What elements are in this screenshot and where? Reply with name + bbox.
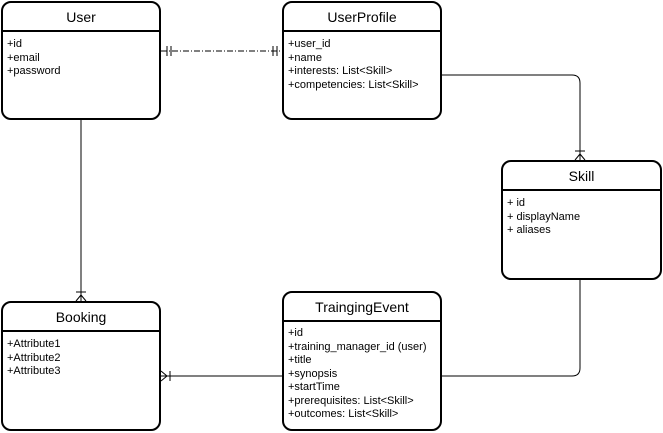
entity-user[interactable]: User +id +email +password (1, 1, 161, 120)
attribute: +name (288, 51, 322, 64)
attribute: +prerequisites: List<Skill> (288, 394, 414, 407)
attribute-list: + id + displayName + aliases (503, 191, 660, 238)
attribute: +interests: List<Skill> (288, 65, 393, 77)
attribute: +password (7, 65, 61, 77)
rel-userprofile-skill (441, 74, 586, 161)
attribute: +competencies: List<Skill> (288, 78, 419, 91)
attribute-list: +id +training_manager_id (user) +title +… (284, 322, 440, 422)
attribute: +outcomes: List<Skill> (288, 408, 399, 420)
attribute: +id (288, 327, 303, 339)
rel-trainingevent-booking (160, 370, 283, 382)
entity-title: Skill (503, 162, 660, 191)
attribute-list: +Attribute1 +Attribute2 +Attribute3 (3, 332, 159, 379)
attribute: +Attribute3 (7, 365, 61, 377)
entity-title: UserProfile (284, 3, 440, 32)
attribute-list: +id +email +password (3, 32, 159, 79)
entity-booking[interactable]: Booking +Attribute1 +Attribute2 +Attribu… (1, 301, 161, 431)
entity-userprofile[interactable]: UserProfile +user_id +name +interests: L… (282, 1, 442, 120)
rel-user-userprofile (161, 46, 283, 56)
attribute: +id (7, 38, 22, 50)
attribute: + aliases (507, 224, 551, 236)
attribute: +training_manager_id (user) (288, 340, 427, 353)
rel-user-booking (75, 120, 87, 302)
entity-title: User (3, 3, 159, 32)
attribute: +startTime (288, 381, 340, 393)
attribute-list: +user_id +name +interests: List<Skill> +… (284, 32, 440, 92)
attribute: +Attribute2 (7, 351, 61, 364)
entity-trainingevent[interactable]: TraingingEvent +id +training_manager_id … (282, 291, 442, 431)
entity-title: TraingingEvent (284, 293, 440, 322)
attribute: +title (288, 354, 312, 366)
attribute: +Attribute1 (7, 338, 61, 350)
attribute: + displayName (507, 210, 581, 223)
attribute: + id (507, 197, 526, 209)
attribute: +email (7, 51, 40, 64)
entity-title: Booking (3, 303, 159, 332)
entity-skill[interactable]: Skill + id + displayName + aliases (501, 160, 662, 280)
attribute: +user_id (288, 38, 331, 50)
attribute: +synopsis (288, 367, 338, 380)
